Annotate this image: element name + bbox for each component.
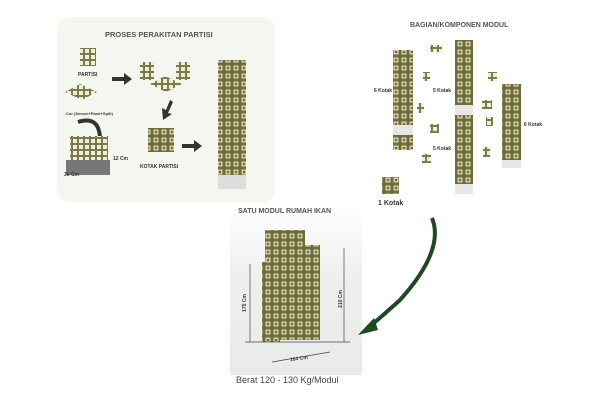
- mold-box-icon: [66, 136, 110, 175]
- fish-house-module-icon: [262, 230, 320, 342]
- single-kotak-icon: [382, 177, 399, 194]
- stacked-tower-icon: [218, 60, 246, 189]
- partition-floor-icon: [65, 84, 97, 100]
- tower-6-kotak-icon: [393, 50, 413, 150]
- arrow-right-icon: [182, 140, 202, 152]
- partition-panel-icon: [80, 48, 96, 66]
- label-kotak-partisi: KOTAK PARTISI: [140, 164, 179, 170]
- partition-pieces-icon: [417, 45, 497, 163]
- label-1-kotak: 1 Kotak: [378, 200, 404, 207]
- label-partisi: PARTISI: [78, 72, 98, 78]
- kotak-partisi-icon: [148, 128, 174, 152]
- label-tower: 5 Kotak: [433, 88, 452, 94]
- assembly-title: PROSES PERAKITAN PARTISI: [105, 30, 213, 39]
- dim-right: 210 Cm: [337, 290, 344, 308]
- label-width: 36 Cm: [64, 172, 80, 178]
- dimension-lines: [245, 248, 350, 363]
- label-tower: 6 Kotak: [374, 88, 393, 94]
- label-tower: 6 Kotak: [524, 122, 543, 128]
- dim-left: 175 Cm: [241, 294, 248, 312]
- label-cor: Cor (Semen+Pasir+Split): [66, 111, 113, 116]
- tower-5-kotak-icon: [455, 40, 473, 130]
- module-weight: Berat 120 - 130 Kg/Modul: [236, 375, 339, 385]
- big-curved-arrow-icon: [366, 217, 437, 330]
- partition-open-box-icon: [140, 62, 190, 92]
- arrow-down-icon: [162, 100, 173, 120]
- label-height: 12 Cm: [113, 156, 129, 162]
- module-title: SATU MODUL RUMAH IKAN: [238, 208, 332, 215]
- tower-6-kotak-icon: [502, 84, 521, 168]
- label-tower: 5 Kotak: [433, 146, 452, 152]
- components-title: BAGIAN/KOMPONEN MODUL: [410, 22, 509, 29]
- tower-5-kotak-icon: [455, 124, 473, 194]
- arrow-right-icon: [112, 73, 132, 85]
